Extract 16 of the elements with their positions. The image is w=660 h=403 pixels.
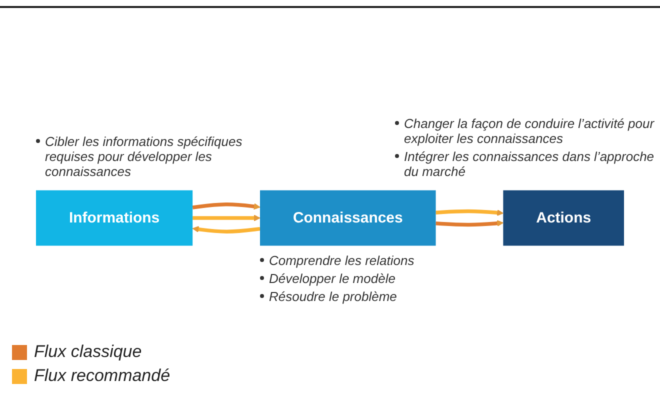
legend-label: Flux recommandé [34,366,170,386]
node-box: Actions [503,190,624,246]
bullet-note: Cibler les informations spécifiques requises pour développer les connaissances [44,134,244,179]
bullet-note: Comprendre les relations [268,253,414,268]
bullet-note: Résoudre le problème [268,289,397,304]
arrow [192,226,260,233]
arrow [436,208,504,216]
legend-label: Flux classique [34,342,142,362]
node-box: Connaissances [260,190,436,246]
arrow [192,214,260,221]
bullet-note: Changer la façon de conduire l’activité pour exploiter les connaissances [404,116,655,146]
bullet-note: Développer le modèle [268,271,396,286]
bullet-note: Intégrer les connaissances dans l’approche du marché [404,148,655,179]
node-box: Informations [36,190,193,246]
arrow [436,220,504,226]
arrow [192,202,260,210]
